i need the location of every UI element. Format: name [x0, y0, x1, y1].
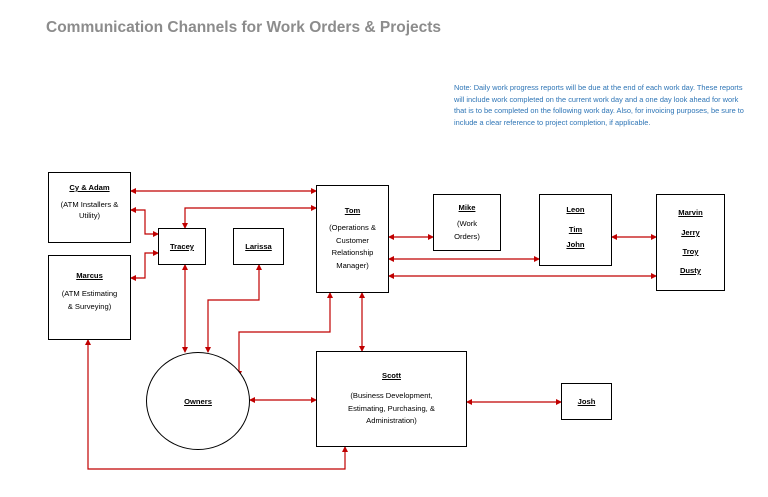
node-leon-group: Leon Tim John: [539, 194, 612, 266]
node-cy-adam-name: Cy & Adam: [69, 183, 110, 192]
connector-cy-tracey: [130, 207, 159, 237]
note-text: Note: Daily work progress reports will b…: [454, 83, 744, 128]
node-josh-name: Josh: [577, 397, 596, 406]
node-tracey: Tracey: [158, 228, 206, 265]
node-john-name: John: [566, 240, 585, 249]
node-mike-desc: (Work Orders): [454, 219, 480, 241]
node-tom: Tom (Operations & Customer Relationship …: [316, 185, 389, 293]
node-scott-desc: (Business Development, Estimating, Purch…: [348, 391, 435, 425]
connector-larissa-owners: [205, 264, 262, 353]
page-title: Communication Channels for Work Orders &…: [46, 19, 442, 36]
node-josh: Josh: [561, 383, 612, 420]
node-cy-adam-desc: (ATM Installers & Utility): [60, 200, 119, 220]
node-dusty-name: Dusty: [679, 266, 702, 275]
node-marcus-name: Marcus: [76, 271, 103, 280]
node-jerry-name: Jerry: [681, 228, 700, 237]
node-scott-name: Scott: [382, 371, 401, 380]
node-tom-name: Tom: [344, 206, 361, 215]
node-tracey-name: Tracey: [169, 242, 195, 251]
node-mike: Mike (Work Orders): [433, 194, 501, 251]
node-larissa: Larissa: [233, 228, 284, 265]
node-owners: Owners: [146, 352, 250, 450]
connector-marcus-tracey: [130, 250, 159, 281]
node-tim-name: Tim: [568, 225, 583, 234]
connector-tracey-tom: [182, 205, 317, 229]
node-leon-name: Leon: [566, 205, 585, 214]
node-tom-desc: (Operations & Customer Relationship Mana…: [329, 223, 376, 270]
node-marvin-name: Marvin: [678, 208, 703, 217]
connector-marcus-scott: [85, 339, 348, 470]
node-scott: Scott (Business Development, Estimating,…: [316, 351, 467, 447]
node-marcus-desc: (ATM Estimating & Surveying): [61, 289, 118, 311]
node-troy-name: Troy: [682, 247, 699, 256]
node-larissa-name: Larissa: [245, 242, 272, 251]
node-owners-name: Owners: [184, 396, 212, 406]
node-mike-name: Mike: [458, 203, 476, 212]
node-cy-adam: Cy & Adam (ATM Installers & Utility): [48, 172, 131, 243]
node-marcus: Marcus (ATM Estimating & Surveying): [48, 255, 131, 340]
node-marvin-group: Marvin Jerry Troy Dusty: [656, 194, 725, 291]
